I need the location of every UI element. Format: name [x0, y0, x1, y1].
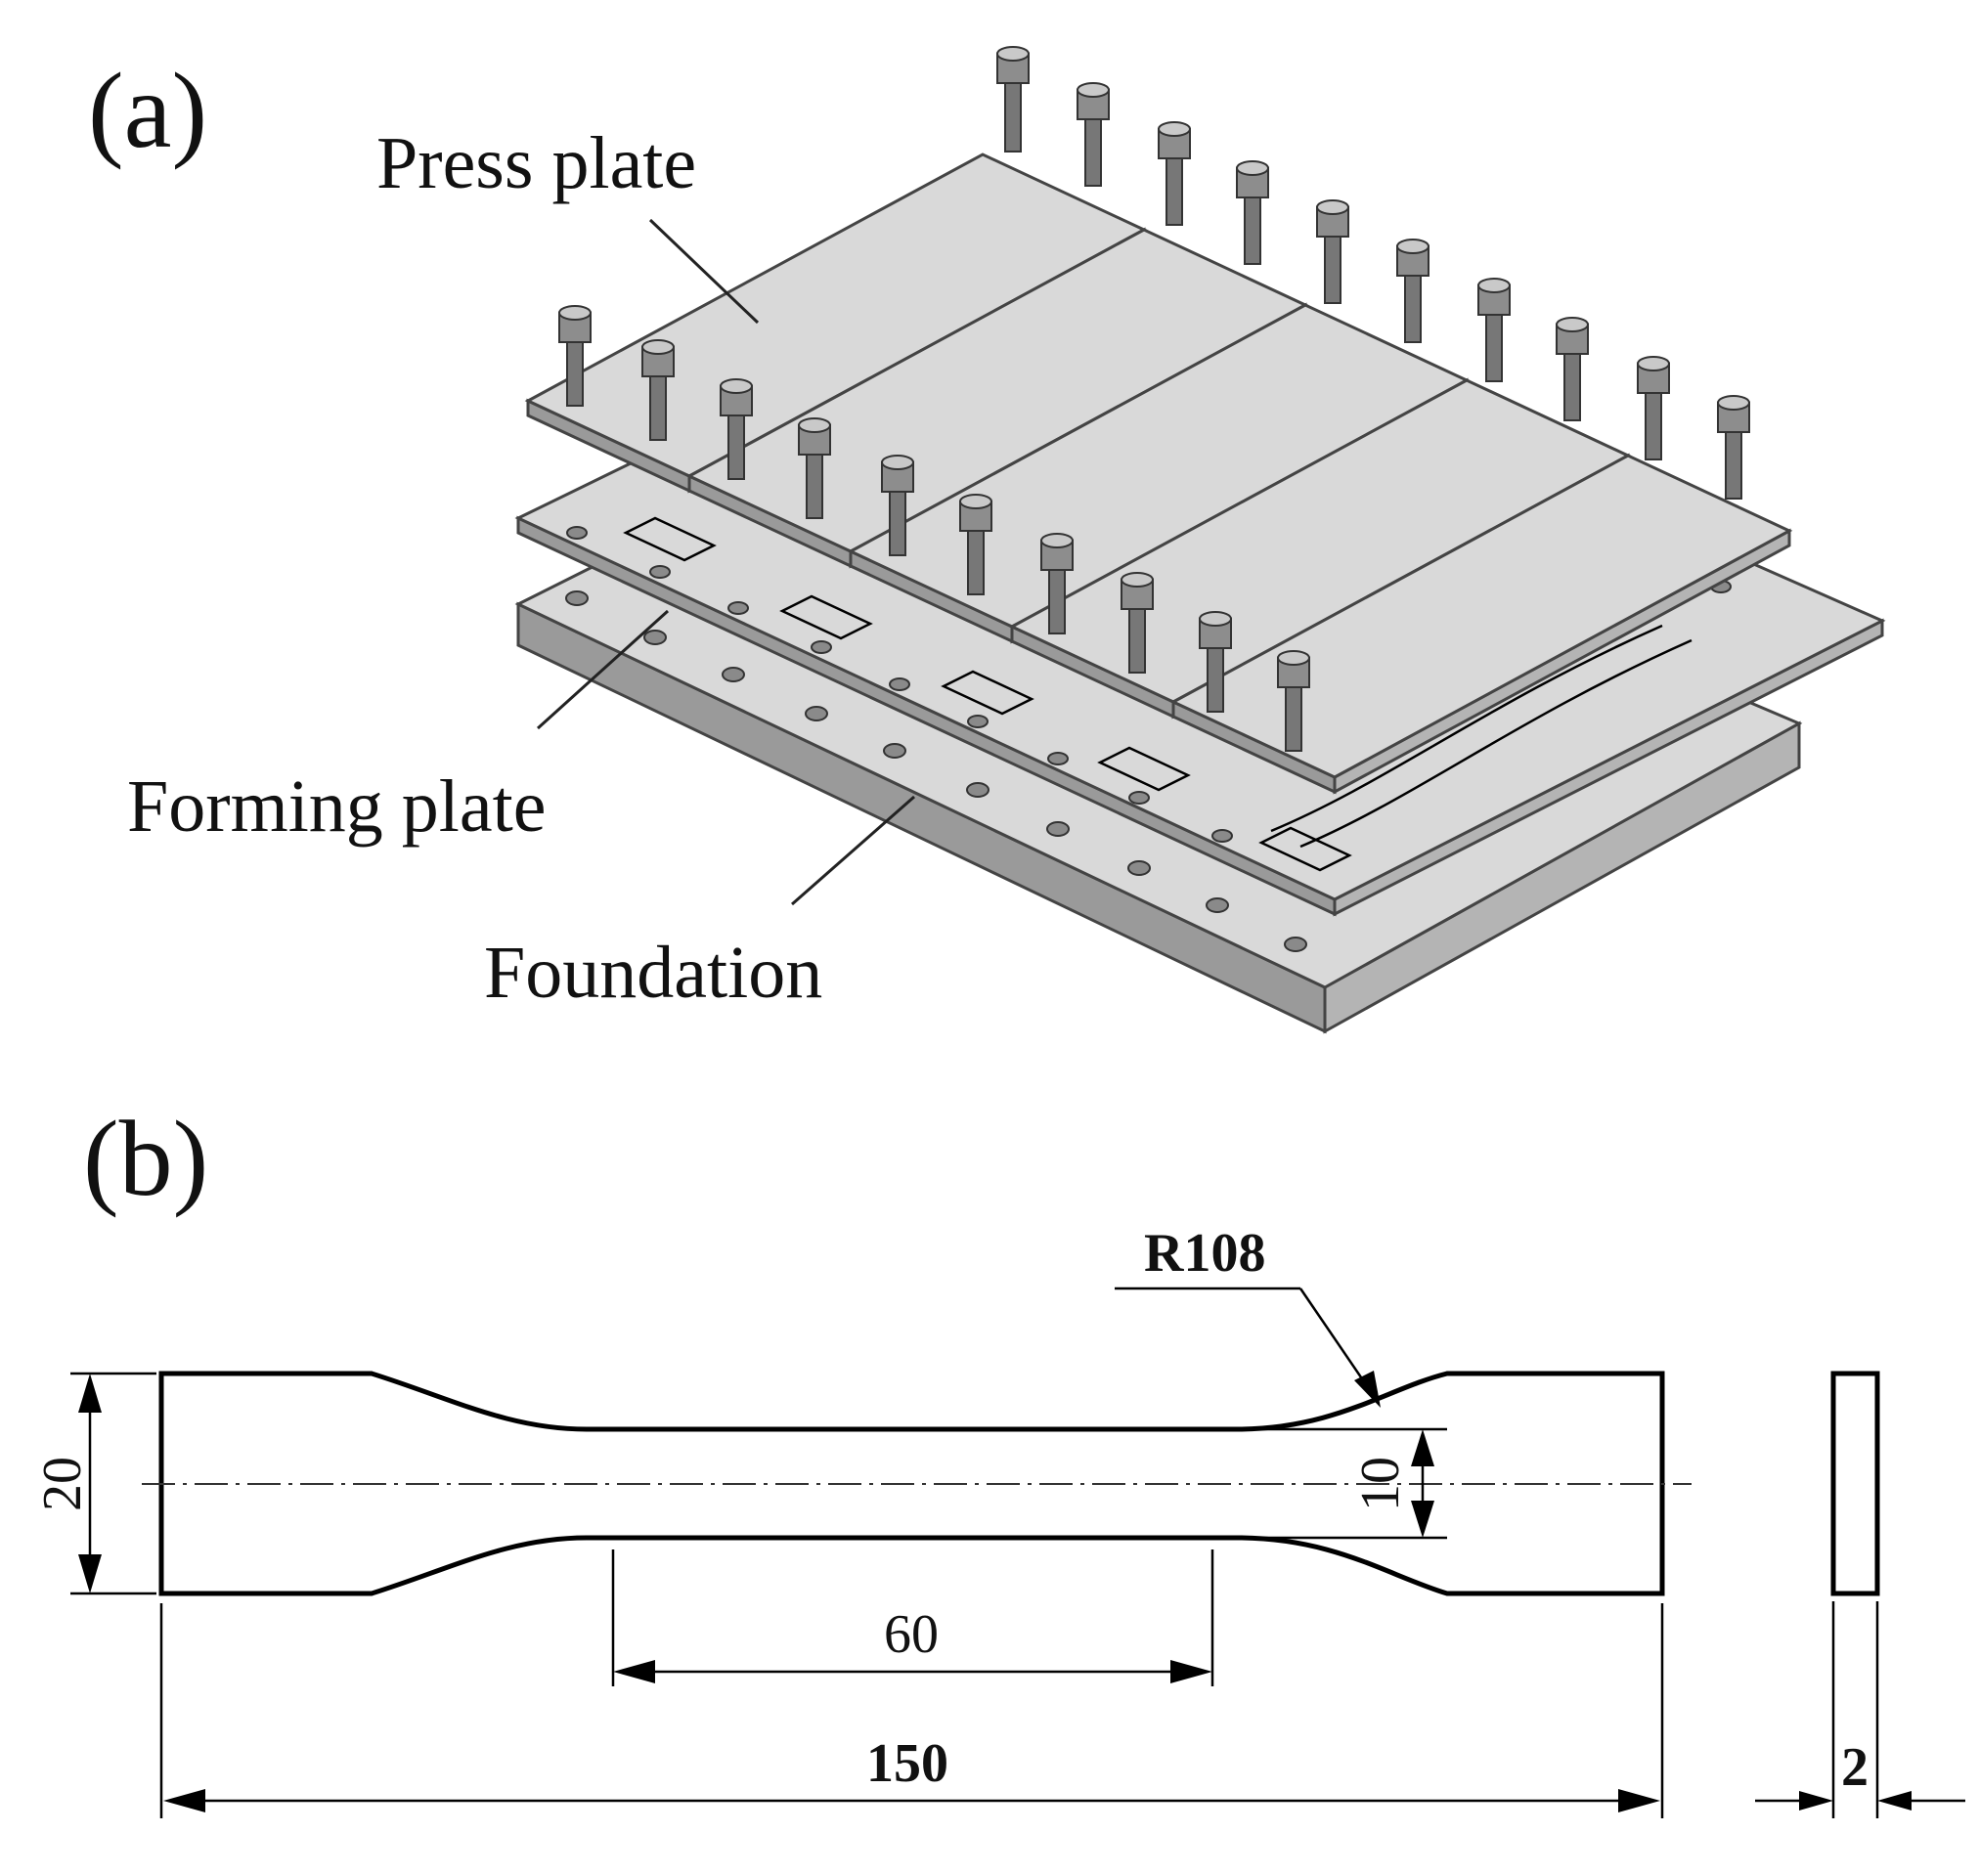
- gauge-width-dimension: 10: [1242, 1427, 1447, 1540]
- gauge-length-label: 60: [884, 1604, 939, 1665]
- radius-callout: R108: [1115, 1223, 1381, 1408]
- bolt: [1316, 199, 1349, 304]
- total-length-label: 150: [866, 1733, 948, 1794]
- gauge-length-dimension: 60: [611, 1549, 1214, 1686]
- panel-a: (a): [88, 46, 1886, 1034]
- panel-a-label: (a): [88, 51, 207, 170]
- bolt: [1717, 395, 1750, 500]
- bolt: [1277, 650, 1310, 752]
- bolt: [798, 417, 831, 519]
- forming-plate-callout: Forming plate: [127, 765, 547, 848]
- width-dimension: 20: [32, 1372, 156, 1595]
- side-view-outline: [1830, 1371, 1880, 1596]
- foundation-leader: [791, 795, 915, 906]
- bolt: [1556, 317, 1589, 421]
- specimen-outline: [158, 1371, 1665, 1596]
- gauge-width-label: 10: [1350, 1457, 1411, 1511]
- bolt: [1158, 121, 1191, 226]
- specimen-cavities: [623, 516, 1693, 872]
- press-plate-leader: [648, 218, 760, 325]
- total-length-dimension: 150: [159, 1603, 1664, 1818]
- press-plate-strip: [1169, 454, 1793, 795]
- bolt: [1396, 239, 1429, 343]
- thickness-label: 2: [1841, 1737, 1869, 1798]
- press-plate-callout: Press plate: [376, 122, 696, 204]
- panel-b-label: (b): [83, 1099, 208, 1218]
- bolt: [959, 494, 992, 595]
- bolt: [996, 46, 1030, 153]
- bolt: [720, 378, 753, 480]
- bolt: [881, 455, 914, 556]
- side-view: 2: [1755, 1371, 1965, 1818]
- bolt: [1077, 82, 1110, 187]
- bolt: [1040, 533, 1074, 634]
- bolt: [1637, 356, 1670, 460]
- bolts: [558, 46, 1750, 752]
- bolt: [1121, 572, 1154, 674]
- foundation-callout: Foundation: [484, 932, 822, 1014]
- panel-b: (b) 20 10 R108: [32, 1099, 1965, 1818]
- width-dimension-label: 20: [32, 1457, 93, 1511]
- bolt: [641, 339, 675, 441]
- forming-plate-leader: [536, 609, 670, 730]
- bolt: [1199, 611, 1232, 713]
- bolt: [1477, 278, 1511, 382]
- bolt: [558, 305, 592, 407]
- bolt: [1236, 160, 1269, 265]
- radius-label: R108: [1144, 1223, 1265, 1284]
